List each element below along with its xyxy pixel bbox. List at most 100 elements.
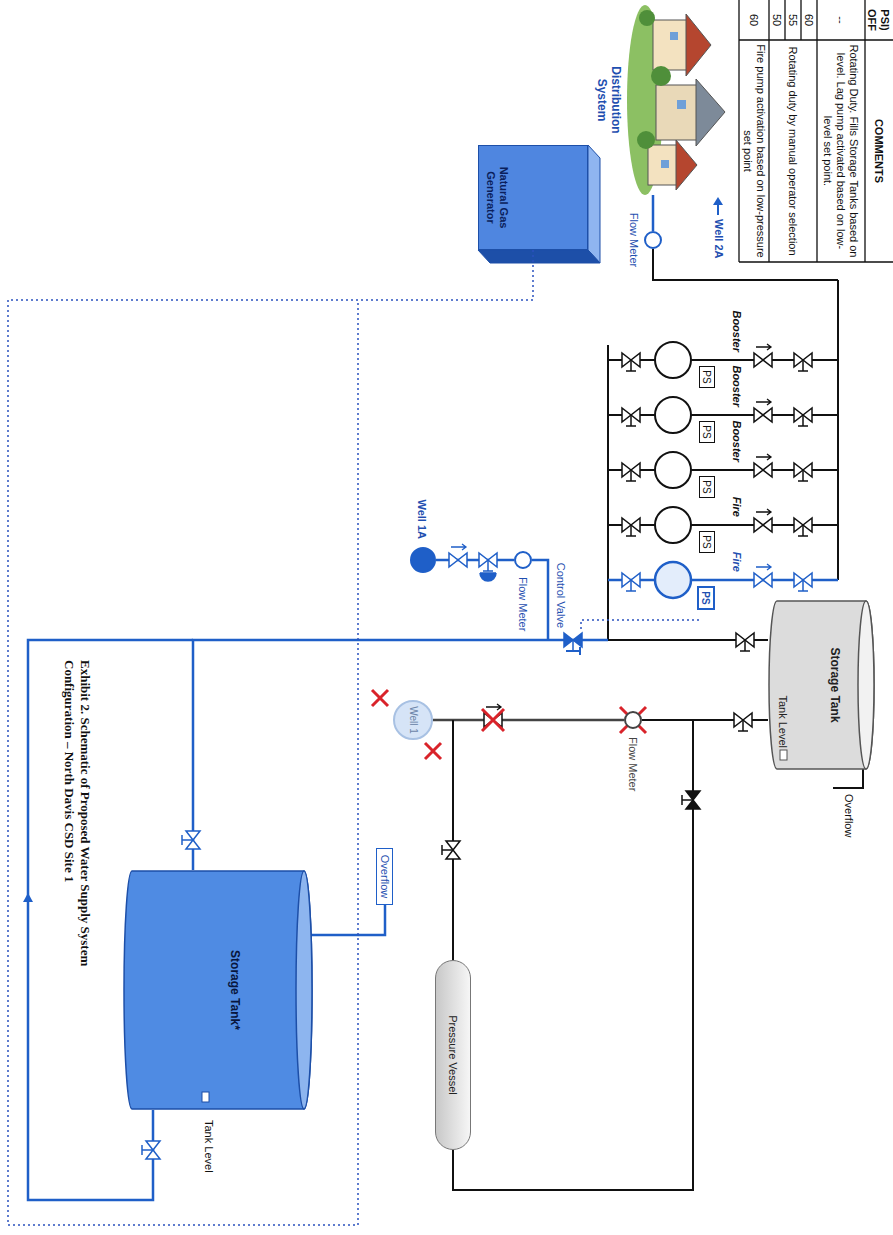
pipe-drawing [794, 518, 812, 536]
pipe-drawing [794, 408, 812, 426]
table-cell: 55 [785, 0, 801, 40]
pipe-drawing [676, 140, 697, 190]
removed-well: Well 1 [393, 700, 433, 740]
pipe-drawing [655, 452, 691, 488]
pipe-drawing [754, 564, 772, 587]
pipe-drawing [696, 79, 725, 146]
figure-caption: Exhibit 2. Schematic of Proposed Water S… [61, 660, 93, 990]
node-label: Well 1 [407, 706, 420, 734]
node-label: PS [702, 425, 713, 438]
pipe-drawing [653, 20, 688, 70]
pressure-switch: PS [697, 586, 715, 610]
part-label: Control Valve [553, 546, 567, 628]
storage-tank: Storage TankTank Level [768, 600, 875, 770]
table-cell: 60 [801, 0, 817, 40]
pressure-vessel: Pressure Vessel [435, 960, 471, 1150]
table-cell: OFF [865, 0, 878, 40]
node-label: PS [701, 591, 712, 604]
pipe-drawing [622, 353, 640, 371]
node-label: PS [702, 535, 713, 548]
pipe-drawing [532, 560, 548, 640]
node-label: Tank Level [202, 1120, 215, 1173]
pressure-switch: PS [699, 531, 715, 553]
generator-box: Natural Gas Generator [478, 145, 588, 250]
pipe-drawing [655, 342, 691, 543]
pipe-drawing [670, 32, 678, 40]
pipe-drawing [794, 463, 812, 481]
pipe-drawing [655, 562, 691, 598]
pipe-drawing [622, 573, 640, 591]
pipe-drawing [142, 1141, 160, 1159]
pipe-drawing [736, 633, 754, 651]
flow-meter: Flow Meter [624, 711, 642, 729]
pipe-drawing [608, 345, 768, 640]
pipe-drawing [449, 544, 467, 567]
pipe-drawing [754, 454, 772, 477]
pipe-drawing [655, 342, 691, 378]
table-cell: Fire pump activation based on low-pressu… [739, 40, 769, 262]
node-label: Overflow [378, 855, 391, 898]
node-label: Natural Gas Generator [484, 151, 510, 244]
pipe-drawing [622, 463, 640, 481]
pump-label: Booster [729, 360, 743, 407]
pipe-drawing [648, 145, 678, 185]
pipe-drawing [655, 507, 691, 543]
pipe-drawing [661, 160, 669, 168]
pressure-switch: PS [699, 476, 715, 498]
node-label: Tank Level [776, 695, 789, 748]
node-label: Pressure Vessel [447, 1015, 460, 1094]
table-cell: 60 [739, 0, 769, 40]
pipe-drawing [794, 573, 812, 591]
pipe-drawing [754, 399, 772, 422]
pipe-drawing [588, 145, 600, 263]
table-cell: -- [817, 0, 865, 40]
pipe-drawing [682, 791, 700, 809]
pipe-drawing [478, 250, 600, 263]
pipe-connector [436, 559, 514, 562]
pipe-drawing [656, 85, 698, 140]
pipe-drawing [480, 573, 496, 581]
pipe-drawing [734, 713, 752, 731]
pipe-drawing [754, 344, 772, 367]
pipe-drawing [639, 10, 655, 26]
table-cell: COMMENTS [865, 40, 893, 262]
pipe-drawing [193, 640, 608, 870]
node-label: Flow Meter [516, 577, 529, 631]
pump-label: Booster [729, 415, 743, 462]
node-label: Flow Meter [627, 213, 640, 267]
flow-meter: Flow Meter [644, 231, 662, 249]
node-label: Flow Meter [626, 737, 639, 791]
pipe-drawing [686, 14, 711, 76]
pipe-drawing [479, 553, 497, 571]
node-label: Well 1A [415, 499, 428, 539]
pipe-drawing [794, 353, 812, 371]
pressure-switch: PS [699, 366, 715, 388]
part-label: Overflow [841, 794, 855, 850]
pipe-drawing [655, 397, 691, 433]
node-label: Distribution System [595, 50, 623, 150]
pipe-drawing [8, 250, 699, 1225]
flow-meter: Flow Meter [514, 551, 532, 569]
pipe-drawing [717, 204, 719, 215]
pipe-drawing [442, 841, 460, 859]
pipe-drawing [622, 518, 640, 536]
pipe-drawing [622, 408, 640, 426]
node-label: Storage Tank* [228, 870, 241, 1110]
pipe-drawing [608, 360, 838, 525]
pipe-drawing [453, 720, 693, 1190]
table-cell: Rotating Duty. Fills Storage Tanks based… [817, 40, 865, 262]
pump-label: Fire [729, 470, 743, 517]
pipe-drawing [23, 893, 33, 902]
overflow-box: Overflow [376, 848, 393, 905]
pipe-drawing [739, 0, 893, 262]
table-cell: 50 [769, 0, 785, 40]
tank-outline [123, 870, 313, 1110]
storage-tank: Storage Tank*Tank Level [123, 870, 313, 1110]
pipe-drawing [651, 66, 671, 86]
pipe-drawing [182, 831, 200, 849]
pipe-drawing [677, 100, 686, 109]
table-cell: Rotating duty by manual operator selecti… [769, 40, 817, 262]
pipe-connector [652, 195, 655, 231]
pipe-drawing [566, 647, 580, 655]
